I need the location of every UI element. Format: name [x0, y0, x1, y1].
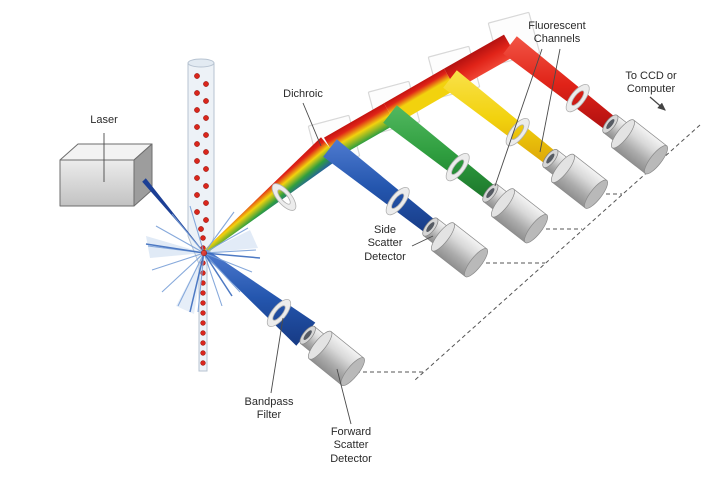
red-channel-beam [503, 36, 619, 133]
collection-beam [203, 34, 516, 254]
blue-channel-beam [323, 139, 439, 236]
to-ccd-label: To CCD or Computer [625, 70, 677, 96]
yellow-channel-beam [443, 70, 559, 167]
flow-cell [187, 58, 215, 372]
green-channel-beam [383, 105, 499, 202]
dichroic-label: Dichroic [283, 88, 323, 100]
laser-label: Laser [90, 114, 118, 126]
leader-lines [103, 48, 561, 425]
forward-scatter-detector-label: Forward Scatter Detector [330, 426, 372, 465]
bandpass-filter-label: Bandpass Filter [244, 396, 294, 422]
forward-scatter-beam [203, 249, 316, 346]
scatter-burst [145, 205, 261, 314]
ccd-arrow-icon [649, 96, 666, 111]
laser-box [59, 143, 153, 207]
fluorescent-channels-label: Fluorescent Channels [528, 20, 586, 46]
side-scatter-detector-label: Side Scatter Detector [364, 224, 406, 263]
